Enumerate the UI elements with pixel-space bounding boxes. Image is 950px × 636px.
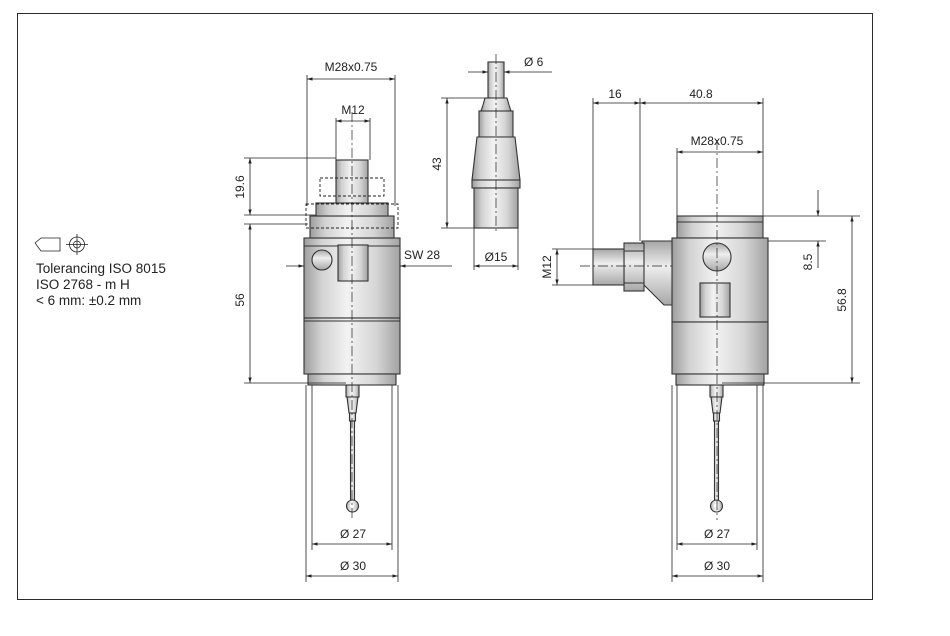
connector-view: Ø 6 43 Ø15: [430, 54, 552, 270]
front-dim-diameter-inner: Ø 27: [340, 527, 366, 541]
side-dim-thread-connector: M12: [540, 255, 554, 279]
note-tolerance-value: < 6 mm: ±0.2 mm: [36, 293, 141, 308]
side-dim-diameter-inner: Ø 27: [704, 527, 730, 541]
side-stylus: [710, 385, 723, 512]
side-view: 16 40.8 M28x0.75 M12 8.5 56.8 Ø 27: [540, 87, 860, 582]
front-view: M28x0.75 M12 19.6 56 SW 28 Ø 27 Ø 30: [233, 60, 452, 582]
connector-dim-length: 43: [430, 157, 444, 171]
connector-dim-diameter: Ø15: [485, 250, 508, 264]
note-tolerancing: Tolerancing ISO 8015: [36, 261, 166, 276]
front-dim-wrench: SW 28: [404, 248, 440, 262]
connector-dim-cable: Ø 6: [524, 55, 544, 69]
side-dim-height-body: 56.8: [835, 288, 849, 312]
side-dim-offset-small: 8.5: [801, 253, 815, 270]
front-dim-height-upper: 19.6: [233, 175, 247, 199]
side-dim-width: 40.8: [689, 87, 713, 101]
side-body-lower: [672, 322, 768, 374]
note-iso-class: ISO 2768 - m H: [36, 277, 130, 292]
side-dim-thread-top: M28x0.75: [691, 134, 744, 148]
tolerance-symbol-icon: [35, 234, 88, 255]
side-dim-offset-left: 16: [608, 87, 622, 101]
front-dim-thread-small: M12: [341, 103, 365, 117]
side-thread-m12: [593, 249, 624, 285]
side-dim-diameter-outer: Ø 30: [704, 559, 730, 573]
front-dim-height-body: 56: [233, 293, 247, 307]
front-dim-diameter-outer: Ø 30: [340, 559, 366, 573]
front-dim-thread-top: M28x0.75: [325, 60, 378, 74]
front-stylus: [346, 385, 359, 512]
